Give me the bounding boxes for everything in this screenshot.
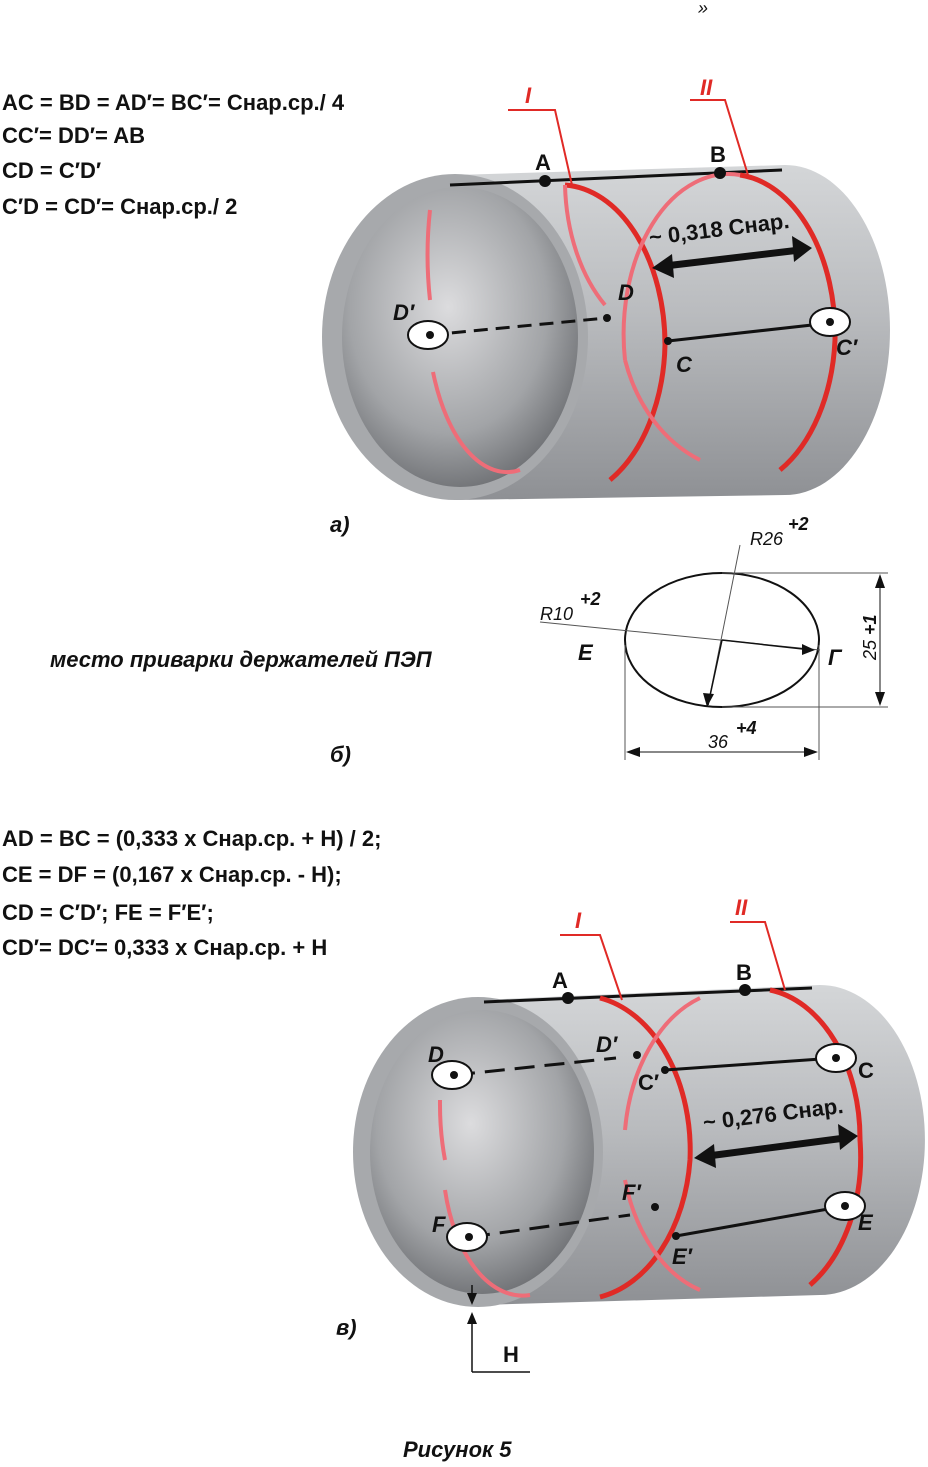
point-e-prime-v: E′ [672,1244,694,1269]
ring-label-2-v: II [735,895,748,920]
figure-caption: Рисунок 5 [403,1437,512,1462]
pipe-v: ~ 0,276 Снар. I II A B D D′ C′ C F F′ E′… [353,895,925,1373]
point-c-prime-v: C′ [638,1070,659,1095]
formula-a-1: AC = BD = AD′= BC′= Снар.ср./ 4 [2,90,345,115]
radius-small: R10 [540,604,573,624]
weld-location-label: место приварки держателей ПЭП [50,647,433,672]
point-c: C [676,352,693,377]
pipe-a: ~ 0,318 Снар. I II A B D D′ C C′ [322,75,890,500]
point-f-v: F [432,1212,446,1237]
point-b: B [710,142,726,167]
point-e-b: E [578,640,594,665]
holder-shape: R26 +2 R10 +2 E Г 25 +1 36 +4 [539,514,888,760]
formula-v-4: CD′= DC′= 0,333 x Снар.ср. + H [2,935,327,960]
radius-small-tolerance: +2 [580,589,601,609]
radius-big-tolerance: +2 [788,514,809,534]
ring-label-1-v: I [575,908,582,933]
height-tolerance: +1 [860,614,880,635]
formula-a-2: CC′= DD′= AB [2,123,145,148]
caption-a: а) [330,512,350,537]
radius-big: R26 [750,529,784,549]
caption-v: в) [336,1315,357,1340]
width-tolerance: +4 [736,718,757,738]
height-dimension: 25 [860,639,880,661]
point-a: A [535,150,551,175]
formulas-v: AD = BC = (0,333 x Снар.ср. + H) / 2; CE… [2,826,381,960]
formula-v-2: CE = DF = (0,167 x Снар.ср. - H); [2,862,342,887]
ring-1 [564,182,668,482]
point-d: D [618,280,634,305]
point-g-b: Г [828,645,843,670]
point-e-v: E [858,1210,874,1235]
point-d-prime: D′ [393,300,416,325]
point-d-prime-v: D′ [596,1032,619,1057]
ring-1-v [599,995,693,1300]
ring-label-1: I [525,83,532,108]
width-dimension: 36 [708,732,729,752]
point-b-v: B [736,960,752,985]
point-c-v: C [858,1058,874,1083]
point-f-prime-v: F′ [622,1180,642,1205]
formula-v-1: AD = BC = (0,333 x Снар.ср. + H) / 2; [2,826,381,851]
header-mark: » [698,0,708,18]
formulas-a: AC = BD = AD′= BC′= Снар.ср./ 4 CC′= DD′… [2,90,345,219]
formula-a-3: CD = C′D′ [2,158,101,183]
dimension-h: H [503,1342,519,1367]
point-a-v: A [552,968,568,993]
formula-v-3: CD = C′D′; FE = F′E′; [2,900,214,925]
ring-label-2: II [700,75,713,100]
point-d-v: D [428,1042,444,1067]
formula-a-4: C′D = CD′= Снар.ср./ 2 [2,194,237,219]
caption-b: б) [330,742,351,767]
point-c-prime: C′ [836,335,859,360]
ring-2-v [769,987,864,1287]
